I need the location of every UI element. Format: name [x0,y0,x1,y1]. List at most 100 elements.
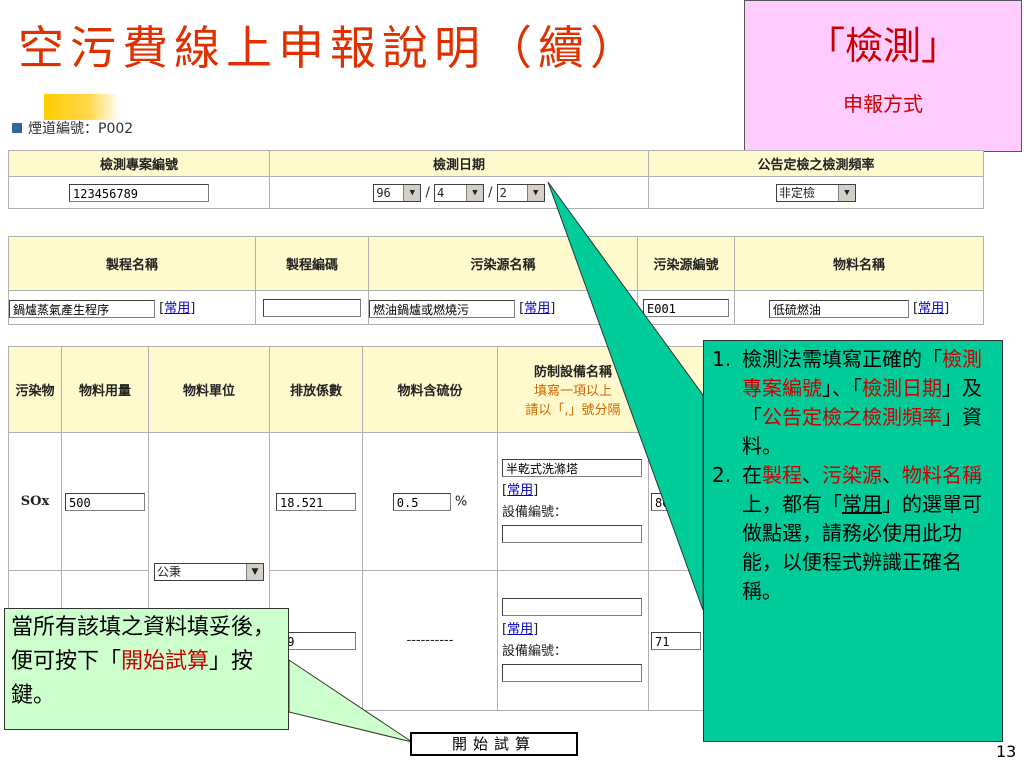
unit-value: 公秉 [157,564,182,579]
efficiency-input-2[interactable]: 71 [651,631,701,650]
table-process-info: 製程名稱 製程編碼 污染源名稱 污染源編號 物料名稱 鍋爐蒸氣產生程序 [常用]… [8,236,984,325]
material-name-input[interactable]: 低硫燃油 [768,299,909,318]
instruction-1-number: 1. [712,347,732,371]
year-value: 96 [376,185,391,200]
chevron-down-icon: ▼ [838,184,855,201]
underlined: 常用 [842,492,882,516]
text: 當所有該填之資料填妥後，便可按下「 [11,615,276,674]
bracket: ] [190,301,196,317]
instruction-1-text: 檢測法需填寫正確的「檢測專案編號」、「檢測日期」及「公告定檢之檢測頻率」資料。 [742,345,994,461]
text: 、 [802,463,822,487]
instruction-2: 2. 在製程、污染源、物料名稱上，都有「常用」的選單可做點選，請務必使用此功能，… [712,461,994,606]
bracket: [ [159,301,165,317]
header-material-name: 物料名稱 [734,236,984,291]
callout-detection-method: 「檢測」 申報方式 [744,0,1022,152]
process-code-input[interactable] [263,298,361,317]
header-control-line1: 防制設備名稱 [533,365,612,380]
day-select[interactable]: 2▼ [496,183,545,202]
sulfur-placeholder: ---------- [362,570,498,711]
header-sulfur: 物料含硫份 [362,346,498,433]
header-detection-date: 檢測日期 [269,150,649,177]
highlight: 檢測日期 [862,376,942,400]
table-detection-info: 檢測專案編號 檢測日期 公告定檢之檢測頻率 123456789 96▼ / 4▼… [8,150,984,209]
common-link-source[interactable]: 常用 [524,301,551,317]
header-process-code: 製程編碼 [255,236,369,291]
highlight: 公告定檢之檢測頻率 [762,405,942,429]
project-no-input[interactable]: 123456789 [69,183,209,202]
percent-label: % [454,494,468,509]
equip-no-input[interactable] [502,525,642,543]
chevron-down-icon: ▼ [403,184,421,201]
highlight: 污染源 [822,463,882,487]
callout-start-hint: 當所有該填之資料填妥後，便可按下「開始試算」按鍵。 [4,608,289,730]
date-separator: / [488,185,493,200]
month-value: 4 [437,185,445,200]
header-control-line3: 請以「,」號分隔 [525,403,621,418]
equip-no-input-2[interactable] [502,664,642,682]
stack-number-label: 煙道編號：P002 [12,118,133,138]
common-link-process[interactable]: 常用 [164,301,191,317]
usage-input[interactable]: 500 [65,492,145,511]
highlight: 物料名稱 [902,463,982,487]
frequency-select[interactable]: 非定檢 ▼ [776,183,856,202]
bracket: ] [533,621,539,637]
start-calculation-button[interactable]: 開始試算 [410,732,578,756]
pointer-right-callout [547,181,704,611]
text: 」及「 [742,376,982,429]
highlight: 檢測專案編號 [742,347,982,400]
text: 」、「 [822,376,862,400]
header-frequency: 公告定檢之檢測頻率 [648,150,984,177]
common-link-control-2[interactable]: 常用 [507,621,534,637]
slide-title: 空污費線上申報說明（續） [18,21,642,75]
stack-number-text: 煙道編號：P002 [28,121,134,137]
header-pollutant: 污染物 [8,346,62,433]
common-link-material[interactable]: 常用 [918,301,945,317]
text: 」的選單可做點選，請務必使用此功能，以便程式辨識正確名稱。 [742,492,982,603]
callout-sub: 申報方式 [843,92,923,116]
instruction-2-number: 2. [712,463,732,487]
text: 」按鍵。 [11,649,254,708]
bracket: [ [912,301,919,317]
equip-label-2: 設備編號： [502,643,568,659]
text: 、 [882,463,902,487]
factor-input[interactable]: 18.521 [276,492,356,511]
text: 上，都有「 [742,492,842,516]
frequency-value: 非定檢 [779,185,816,200]
bracket: [ [502,621,508,637]
page-number: 13 [996,742,1017,761]
highlight: 製程 [762,463,802,487]
control-name-input[interactable]: 半乾式洗滌塔 [502,459,642,477]
sulfur-input[interactable]: 0.5 [392,492,451,511]
source-no-input[interactable]: E001 [643,298,729,317]
process-name-input[interactable]: 鍋爐蒸氣產生程序 [9,299,155,318]
source-name-input[interactable]: 燃油鍋爐或燃燒污 [369,299,515,318]
square-bullet-icon [12,123,22,133]
header-unit: 物料單位 [148,346,270,433]
bracket: [ [519,301,525,317]
header-process-name: 製程名稱 [8,236,256,291]
year-select[interactable]: 96 ▼ [373,183,422,202]
callout-main: 「檢測」 [806,24,959,68]
equip-label: 設備編號： [502,504,568,520]
day-value: 2 [499,185,507,200]
instruction-2-text: 在製程、污染源、物料名稱上，都有「常用」的選單可做點選，請務必使用此功能，以便程… [742,461,994,606]
bracket: ] [550,301,556,317]
header-project-no: 檢測專案編號 [8,150,270,177]
control-name-input-2[interactable] [502,598,642,616]
text: 」資料。 [742,405,982,458]
pointer-left-callout [288,659,413,743]
common-link-control[interactable]: 常用 [507,482,534,498]
header-control-line2: 填寫一項以上 [533,384,612,399]
date-separator: / [425,185,430,200]
month-select[interactable]: 4▼ [434,183,484,202]
bracket: ] [944,301,950,317]
callout-instructions: 1. 檢測法需填寫正確的「檢測專案編號」、「檢測日期」及「公告定檢之檢測頻率」資… [703,340,1003,742]
instruction-1: 1. 檢測法需填寫正確的「檢測專案編號」、「檢測日期」及「公告定檢之檢測頻率」資… [712,345,994,461]
bracket: ] [533,482,539,498]
chevron-down-icon: ▼ [246,563,263,580]
text: 在 [742,463,762,487]
header-usage: 物料用量 [61,346,149,433]
unit-select[interactable]: 公秉 ▼ [154,562,264,581]
text: 檢測法需填寫正確的「 [742,347,942,371]
decorative-bar [44,94,120,120]
